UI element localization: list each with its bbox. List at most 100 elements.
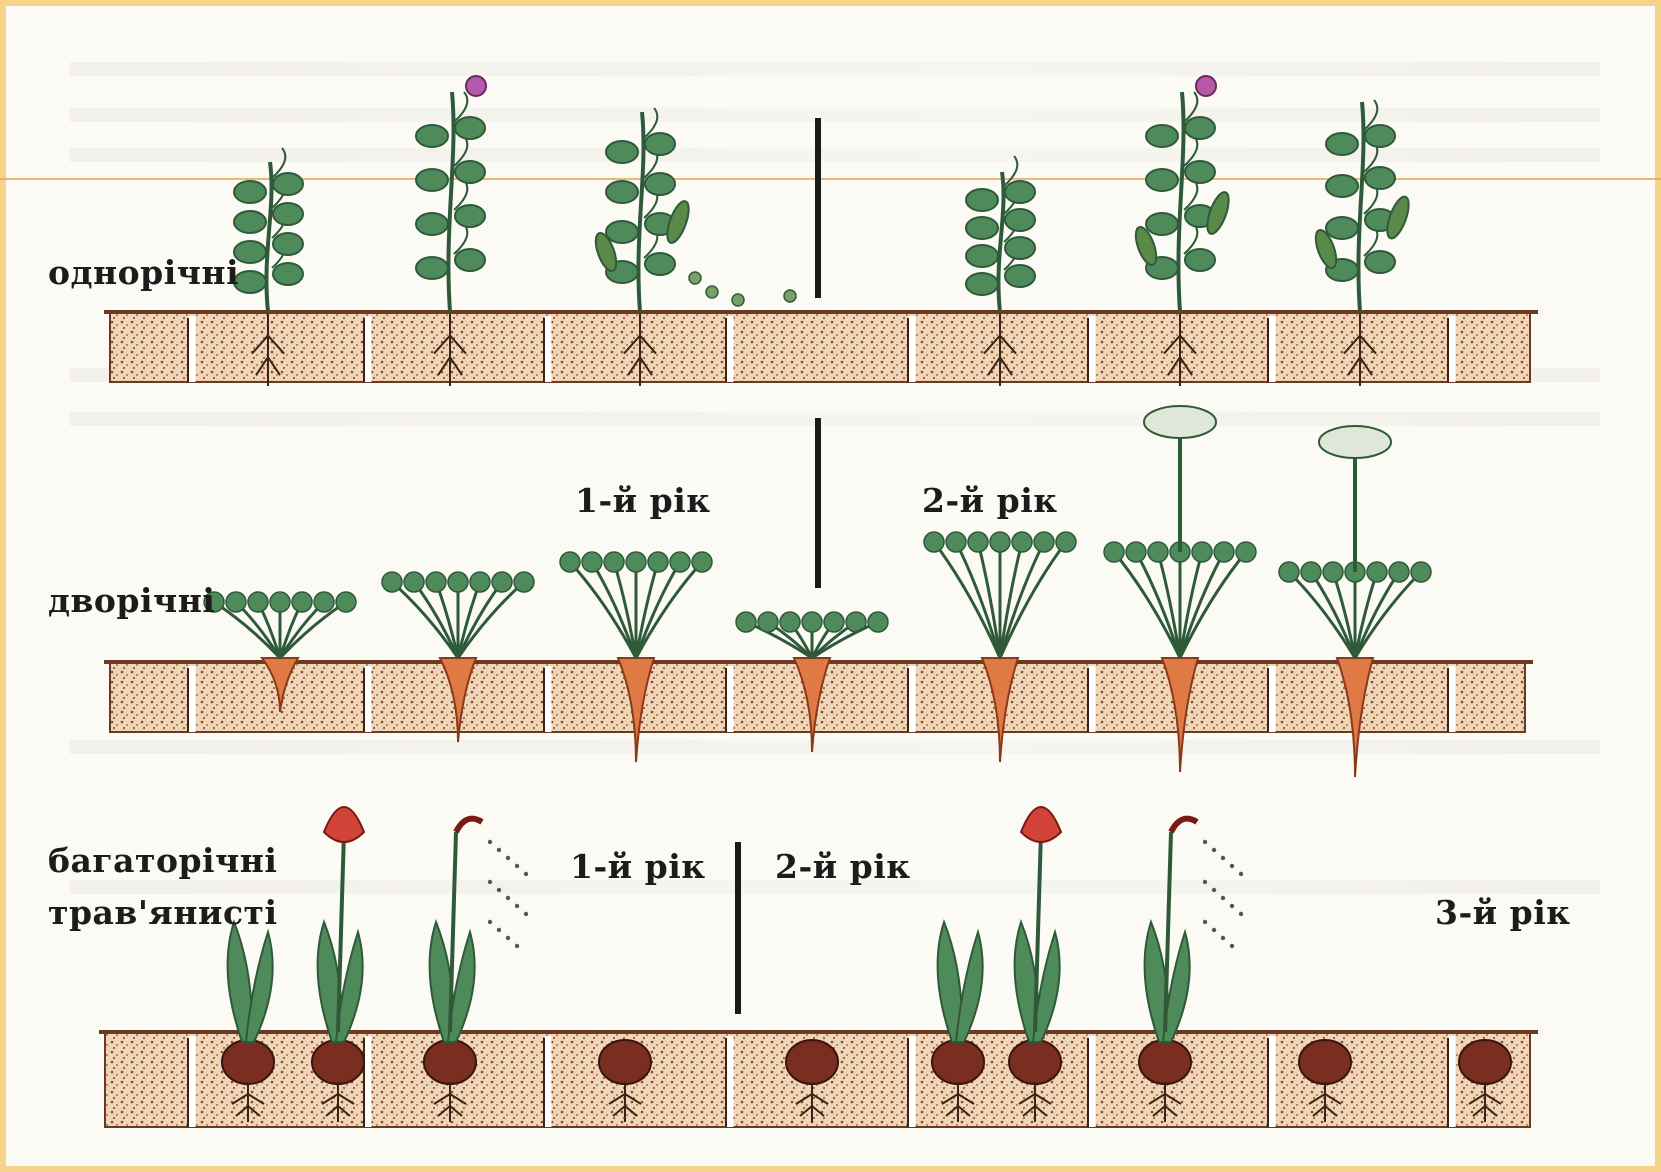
tulip-seed [506, 936, 510, 940]
pea-leaf [273, 233, 303, 255]
carrot-leaflet [226, 592, 246, 612]
carrot-leaf-stalk [1311, 572, 1355, 658]
carrot-leaflet [1214, 542, 1234, 562]
carrot-leaflet [1411, 562, 1431, 582]
pea-leaf [1326, 217, 1358, 239]
carrot-leaflet [780, 612, 800, 632]
soil-band [110, 312, 1530, 382]
tulip-flower [1021, 807, 1061, 842]
tulip-seed [497, 848, 501, 852]
carrot-leaflet [648, 552, 668, 572]
tulip-seed-head [456, 819, 482, 832]
tulip-seed [488, 880, 492, 884]
pea-leaf [273, 173, 303, 195]
pea-leaf [1146, 125, 1178, 147]
tulip-seed [1212, 848, 1216, 852]
tulip-seed [1221, 896, 1225, 900]
tulip-seed [1203, 840, 1207, 844]
tulip-bulb [786, 1040, 838, 1084]
pea-leaf [273, 203, 303, 225]
carrot-leaflet [314, 592, 334, 612]
label-perennial-line2: трав'янисті [48, 892, 278, 934]
pea-leaf [966, 273, 998, 295]
label-biennial: дворічні [48, 580, 215, 622]
pea-leaf [1185, 161, 1215, 183]
pea-leaf [1185, 117, 1215, 139]
tulip-seed [1239, 872, 1243, 876]
pea-leaf [1146, 169, 1178, 191]
tulip-seed [1221, 936, 1225, 940]
carrot-leaflet [968, 532, 988, 552]
carrot-leaflet [560, 552, 580, 572]
carrot-leaflet [1279, 562, 1299, 582]
pea-leaf [1365, 251, 1395, 273]
pea-seed [784, 290, 796, 302]
carrot-leaflet [1012, 532, 1032, 552]
pea-leaf [416, 257, 448, 279]
pea-leaf [1005, 209, 1035, 231]
tulip-seed [1203, 880, 1207, 884]
tulip-seed [1212, 888, 1216, 892]
pea-leaf [416, 213, 448, 235]
carrot-leaflet [336, 592, 356, 612]
soil-strip-annual [104, 312, 1538, 382]
carrot-leaflet [270, 592, 290, 612]
pea-leaf [416, 169, 448, 191]
tulip-seed [506, 856, 510, 860]
pea-seed [732, 294, 744, 306]
pea-leaf [1146, 213, 1178, 235]
pea-seed [689, 272, 701, 284]
carrot-leaflet [514, 572, 534, 592]
pea-leaf [455, 161, 485, 183]
carrot-leaflet [626, 552, 646, 572]
pea-leaf [645, 173, 675, 195]
carrot-leaflet [248, 592, 268, 612]
carrot-umbel [1144, 406, 1216, 438]
tulip-seed [515, 864, 519, 868]
carrot-leaflet [492, 572, 512, 592]
tulip-flower [324, 807, 364, 842]
carrot-leaflet [736, 612, 756, 632]
pea-leaf [606, 221, 638, 243]
carrot-leaflet [1056, 532, 1076, 552]
carrot-leaflet [382, 572, 402, 592]
pea-leaf [1005, 265, 1035, 287]
pea-leaf [455, 205, 485, 227]
pea-leaf [1185, 249, 1215, 271]
pea-leaf [273, 263, 303, 285]
pea-stem [448, 92, 453, 312]
label-perennial-year3: 3-й рік [1435, 892, 1571, 934]
carrot-leaflet [868, 612, 888, 632]
tulip-bulb [1459, 1040, 1511, 1084]
carrot-leaflet [1104, 542, 1124, 562]
tulip-seed [1230, 864, 1234, 868]
carrot-leaflet [582, 552, 602, 572]
pea-flower [1196, 76, 1216, 96]
carrot-leaflet [292, 592, 312, 612]
tulip-bulb [424, 1040, 476, 1084]
carrot-leaflet [692, 552, 712, 572]
carrot-leaflet [990, 532, 1010, 552]
pea-leaf [455, 249, 485, 271]
tulip-seed-head [1171, 819, 1197, 832]
carrot-leaf-stalk [1136, 552, 1180, 658]
tulip-seed [497, 888, 501, 892]
tulip-seed [1212, 928, 1216, 932]
pea-leaf [606, 181, 638, 203]
pea-stem [998, 172, 1003, 312]
pea-leaf [966, 245, 998, 267]
pea-leaf [1326, 133, 1358, 155]
pea-leaf [1365, 167, 1395, 189]
carrot-leaflet [1301, 562, 1321, 582]
carrot-leaflet [670, 552, 690, 572]
pea-stem [266, 162, 271, 312]
carrot-leaflet [1192, 542, 1212, 562]
pea-leaf [455, 117, 485, 139]
pea-seed [706, 286, 718, 298]
carrot-leaflet [426, 572, 446, 592]
pea-leaf [1005, 181, 1035, 203]
tulip-bulb [222, 1040, 274, 1084]
tulip-seed [524, 872, 528, 876]
pea-leaf [645, 253, 675, 275]
